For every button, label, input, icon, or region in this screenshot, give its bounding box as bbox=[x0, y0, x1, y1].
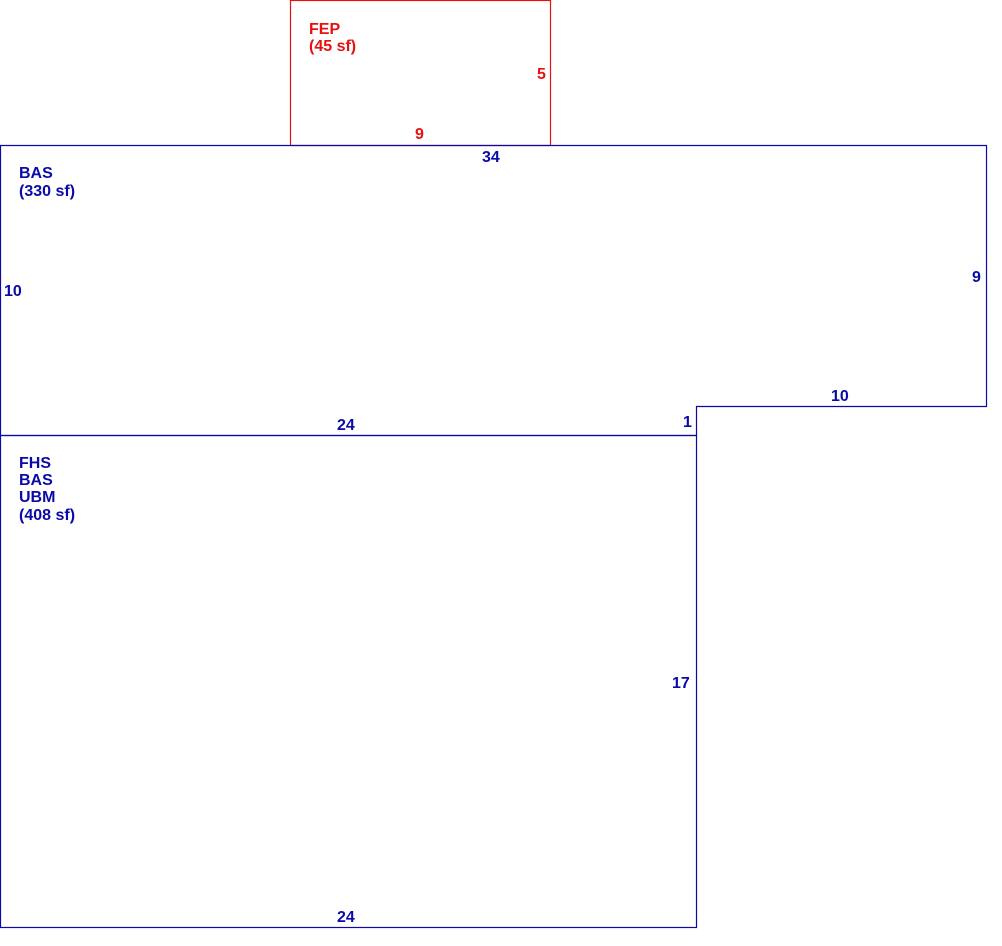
lower-right-dimension: 17 bbox=[672, 675, 690, 692]
bas-left-dimension: 10 bbox=[4, 283, 22, 300]
lower-bottom-dimension: 24 bbox=[337, 909, 355, 926]
bas-top-dimension: 34 bbox=[482, 149, 500, 166]
bas-step-riser-dimension: 1 bbox=[683, 414, 692, 431]
bas-right-dimension: 9 bbox=[972, 269, 981, 286]
bas-step-bottom-dimension: 10 bbox=[831, 388, 849, 405]
fep-area-size: (45 sf) bbox=[309, 38, 356, 55]
fep-area-code: FEP bbox=[309, 21, 340, 38]
fep-bottom-dimension: 9 bbox=[415, 126, 424, 143]
bas-area-code: BAS bbox=[19, 165, 53, 182]
lower-area-size: (408 sf) bbox=[19, 507, 75, 524]
lower-area-code-1: FHS bbox=[19, 455, 51, 472]
lower-area-code-2: BAS bbox=[19, 472, 53, 489]
lower-area-code-3: UBM bbox=[19, 489, 55, 506]
bas-area-size: (330 sf) bbox=[19, 183, 75, 200]
lower-area-outline bbox=[0, 434, 698, 929]
bas-bottom-dimension: 24 bbox=[337, 417, 355, 434]
fep-right-dimension: 5 bbox=[537, 66, 546, 83]
